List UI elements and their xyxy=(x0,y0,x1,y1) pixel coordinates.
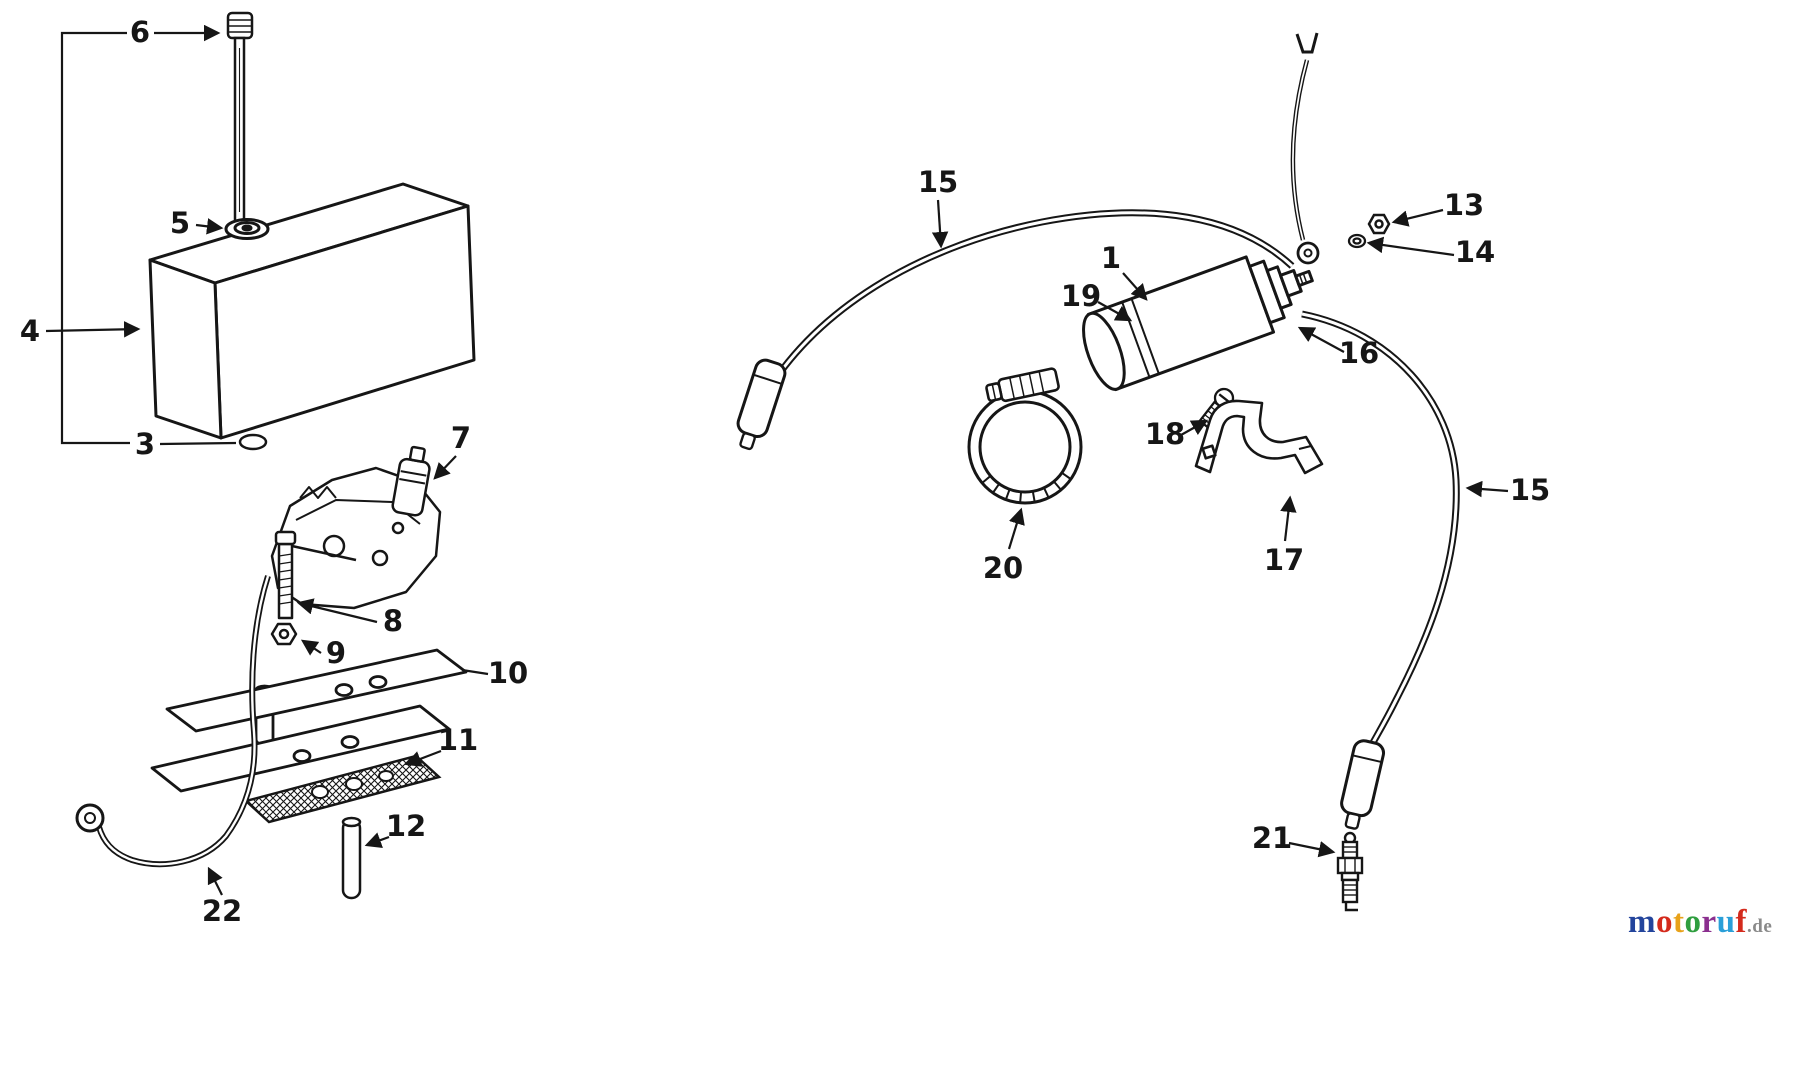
callout-19: 19 xyxy=(1061,279,1133,322)
callout-17-label: 17 xyxy=(1264,543,1304,577)
callout-7: 7 xyxy=(433,421,471,480)
callout-21: 21 xyxy=(1252,821,1336,858)
mounting-plates-drawing xyxy=(150,648,468,793)
callout-20: 20 xyxy=(983,507,1025,585)
callout-19-label: 19 xyxy=(1061,279,1101,313)
callout-8-label: 8 xyxy=(383,604,403,638)
callout-14-label: 14 xyxy=(1455,235,1495,269)
ignition-coil-drawing xyxy=(1082,255,1314,392)
fuel-tank-drawing xyxy=(148,182,476,440)
callout-6-label: 6 xyxy=(130,15,150,49)
hose-clamp-drawing xyxy=(967,367,1083,505)
callout-3: 3 xyxy=(135,427,237,461)
roll-pin-drawing xyxy=(341,816,362,900)
callout-21-label: 21 xyxy=(1252,821,1292,855)
callout-10-label: 10 xyxy=(488,656,528,690)
dipstick-drawing xyxy=(226,11,254,224)
callout-6: 6 xyxy=(130,15,221,49)
callout-22-label: 22 xyxy=(202,894,242,928)
callout-11: 11 xyxy=(404,723,478,767)
kill-wire-drawing xyxy=(1290,32,1320,265)
callout-11-label: 11 xyxy=(438,723,478,757)
spark-plug-drawing xyxy=(1336,831,1364,912)
watermark-suffix: .de xyxy=(1747,916,1773,937)
watermark-logo[interactable]: motoruf.de xyxy=(1628,906,1772,939)
coil-bracket-drawing xyxy=(1194,399,1324,475)
lower-plate xyxy=(150,704,451,793)
wire-boot-right xyxy=(1340,739,1386,830)
condenser-drawing xyxy=(391,445,431,517)
callout-4: 4 xyxy=(20,314,141,348)
callout-15-right: 15 xyxy=(1465,473,1550,507)
callout-18-label: 18 xyxy=(1145,417,1185,451)
callout-20-label: 20 xyxy=(983,551,1023,585)
callout-15-left: 15 xyxy=(918,165,958,249)
callout-bracket-line xyxy=(60,31,130,445)
worm-screw-housing xyxy=(985,367,1060,403)
grommet-drawing xyxy=(238,433,268,451)
upper-plate xyxy=(165,648,468,733)
callout-1: 1 xyxy=(1101,241,1148,301)
callout-9: 9 xyxy=(300,636,346,670)
callout-18: 18 xyxy=(1145,417,1209,451)
callout-10: 10 xyxy=(461,656,528,690)
callout-5-label: 5 xyxy=(170,206,190,240)
callout-1-label: 1 xyxy=(1101,241,1121,275)
callout-3-label: 3 xyxy=(135,427,155,461)
callout-9-label: 9 xyxy=(326,636,346,670)
callout-7-label: 7 xyxy=(451,421,471,455)
ground-wire-drawing xyxy=(75,575,271,868)
callout-5: 5 xyxy=(170,206,224,240)
callout-17: 17 xyxy=(1264,495,1304,577)
callout-15-left-label: 15 xyxy=(918,165,958,199)
gasket-drawing xyxy=(243,754,442,824)
callout-16: 16 xyxy=(1297,326,1379,370)
callout-12-label: 12 xyxy=(386,809,426,843)
terminal-washer-drawing xyxy=(1347,233,1367,249)
plug-wire-left-drawing xyxy=(736,209,1295,451)
tank-left-face xyxy=(148,258,223,440)
callout-16-label: 16 xyxy=(1339,336,1379,370)
lock-nut-drawing xyxy=(270,622,298,646)
callout-12: 12 xyxy=(364,809,426,848)
callout-15-right-label: 15 xyxy=(1510,473,1550,507)
terminal-nut-drawing xyxy=(1367,213,1391,235)
threaded-post-drawing xyxy=(274,530,297,620)
callout-13: 13 xyxy=(1391,188,1484,227)
plug-wire-right-drawing xyxy=(1301,310,1460,830)
wire-boot-left xyxy=(736,358,787,451)
fork-terminal xyxy=(1295,32,1319,54)
callout-8: 8 xyxy=(296,598,403,638)
callout-14: 14 xyxy=(1366,235,1495,269)
callout-22: 22 xyxy=(202,866,242,928)
callout-4-label: 4 xyxy=(20,314,40,348)
callout-13-label: 13 xyxy=(1444,188,1484,222)
breaker-points-assembly xyxy=(270,445,442,646)
watermark-word: motoruf xyxy=(1628,904,1748,940)
